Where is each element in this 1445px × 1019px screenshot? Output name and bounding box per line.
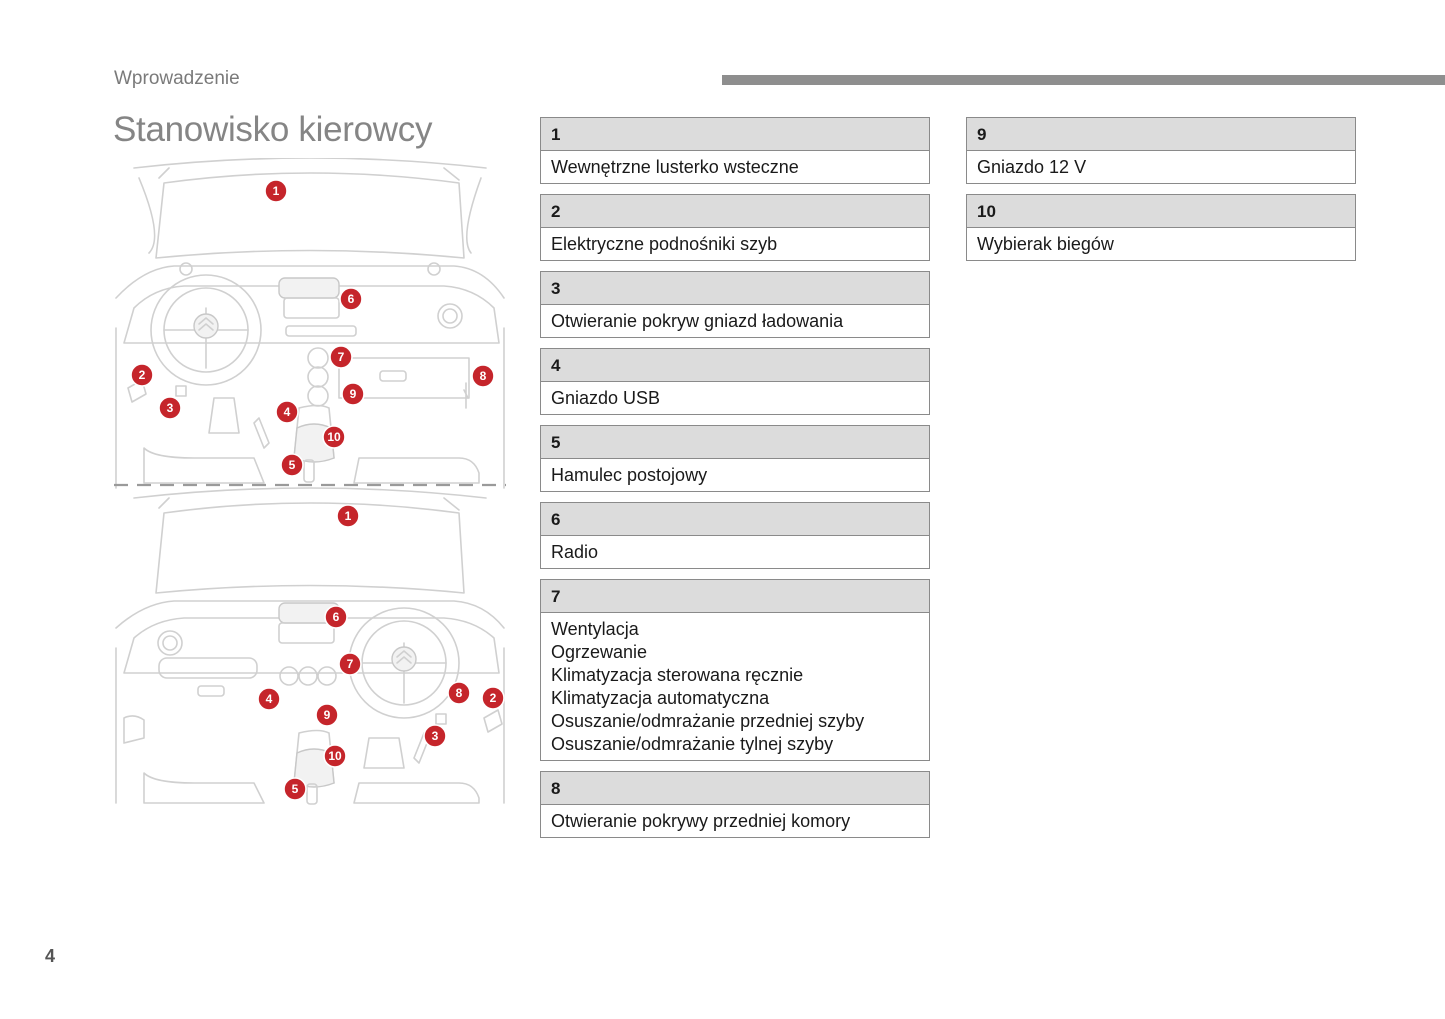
legend-number: 5	[541, 426, 929, 459]
legend-item-5: 5 Hamulec postojowy	[540, 425, 930, 492]
legend-description: Gniazdo 12 V	[977, 157, 1087, 177]
svg-text:5: 5	[289, 458, 296, 472]
legend-number: 8	[541, 772, 929, 805]
legend-column-right: 9 Gniazdo 12 V 10 Wybierak biegów	[966, 117, 1356, 271]
svg-text:2: 2	[490, 691, 497, 705]
marker-9-lhd: 9	[341, 382, 365, 406]
page-title: Stanowisko kierowcy	[113, 110, 433, 149]
legend-number: 4	[541, 349, 929, 382]
marker-7-rhd: 7	[338, 652, 362, 676]
legend-number: 10	[967, 195, 1355, 228]
marker-10-lhd: 10	[322, 425, 346, 449]
marker-4-lhd: 4	[275, 400, 299, 424]
svg-text:1: 1	[273, 184, 280, 198]
legend-column-left: 1 Wewnętrzne lusterko wsteczne 2 Elektry…	[540, 117, 930, 848]
marker-8-rhd: 8	[447, 681, 471, 705]
svg-text:5: 5	[292, 782, 299, 796]
marker-2-lhd: 2	[130, 363, 154, 387]
svg-text:8: 8	[456, 686, 463, 700]
svg-text:4: 4	[284, 405, 291, 419]
legend-description: Wewnętrzne lusterko wsteczne	[551, 157, 799, 177]
legend-item-4: 4 Gniazdo USB	[540, 348, 930, 415]
svg-text:7: 7	[347, 657, 354, 671]
legend-item-10: 10 Wybierak biegów	[966, 194, 1356, 261]
svg-text:10: 10	[327, 430, 341, 444]
marker-1-rhd: 1	[336, 504, 360, 528]
legend-item-7: 7 Wentylacja Ogrzewanie Klimatyzacja ste…	[540, 579, 930, 761]
marker-6-rhd: 6	[324, 605, 348, 629]
legend-item-8: 8 Otwieranie pokrywy przedniej komory	[540, 771, 930, 838]
svg-text:3: 3	[167, 401, 174, 415]
marker-8-lhd: 8	[471, 364, 495, 388]
marker-7-lhd: 7	[329, 345, 353, 369]
marker-3-lhd: 3	[158, 396, 182, 420]
marker-6-lhd: 6	[339, 287, 363, 311]
legend-number: 2	[541, 195, 929, 228]
marker-5-lhd: 5	[280, 453, 304, 477]
legend-number: 9	[967, 118, 1355, 151]
legend-description: Hamulec postojowy	[551, 465, 708, 485]
svg-text:9: 9	[324, 708, 331, 722]
marker-4-rhd: 4	[257, 687, 281, 711]
legend-description: Gniazdo USB	[551, 388, 661, 408]
svg-text:10: 10	[328, 749, 342, 763]
legend-description: Wentylacja Ogrzewanie Klimatyzacja stero…	[551, 619, 865, 754]
legend-number: 7	[541, 580, 929, 613]
legend-number: 3	[541, 272, 929, 305]
legend-description: Wybierak biegów	[977, 234, 1114, 254]
page-number: 4	[45, 946, 56, 966]
marker-5-rhd: 5	[283, 777, 307, 801]
legend-description: Elektryczne podnośniki szyb	[551, 234, 778, 254]
marker-9-rhd: 9	[315, 703, 339, 727]
rhd-cockpit-drawing	[115, 487, 505, 805]
legend-item-2: 2 Elektryczne podnośniki szyb	[540, 194, 930, 261]
marker-3-rhd: 3	[423, 724, 447, 748]
marker-2-rhd: 2	[481, 686, 505, 710]
legend-item-6: 6 Radio	[540, 502, 930, 569]
legend-item-3: 3 Otwieranie pokryw gniazd ładowania	[540, 271, 930, 338]
section-label: Wprowadzenie	[114, 68, 240, 89]
legend-description: Radio	[551, 542, 599, 562]
legend-number: 1	[541, 118, 929, 151]
svg-text:6: 6	[333, 610, 340, 624]
legend-item-1: 1 Wewnętrzne lusterko wsteczne	[540, 117, 930, 184]
svg-text:6: 6	[348, 292, 355, 306]
legend-item-9: 9 Gniazdo 12 V	[966, 117, 1356, 184]
svg-text:1: 1	[345, 509, 352, 523]
legend-description: Otwieranie pokrywy przedniej komory	[551, 811, 851, 831]
svg-text:8: 8	[480, 369, 487, 383]
svg-text:9: 9	[350, 387, 357, 401]
svg-text:3: 3	[432, 729, 439, 743]
marker-1-lhd: 1	[264, 179, 288, 203]
legend-number: 6	[541, 503, 929, 536]
svg-text:7: 7	[338, 350, 345, 364]
header-bar	[722, 75, 1445, 85]
marker-10-rhd: 10	[323, 744, 347, 768]
cockpit-illustration: 1 2 3 4 5 6 7 8 9 10 1 2 3 4 5 6 7 8 9 1…	[114, 158, 506, 805]
svg-text:4: 4	[266, 692, 273, 706]
svg-text:2: 2	[139, 368, 146, 382]
legend-description: Otwieranie pokryw gniazd ładowania	[551, 311, 844, 331]
lhd-cockpit-drawing	[115, 158, 505, 489]
